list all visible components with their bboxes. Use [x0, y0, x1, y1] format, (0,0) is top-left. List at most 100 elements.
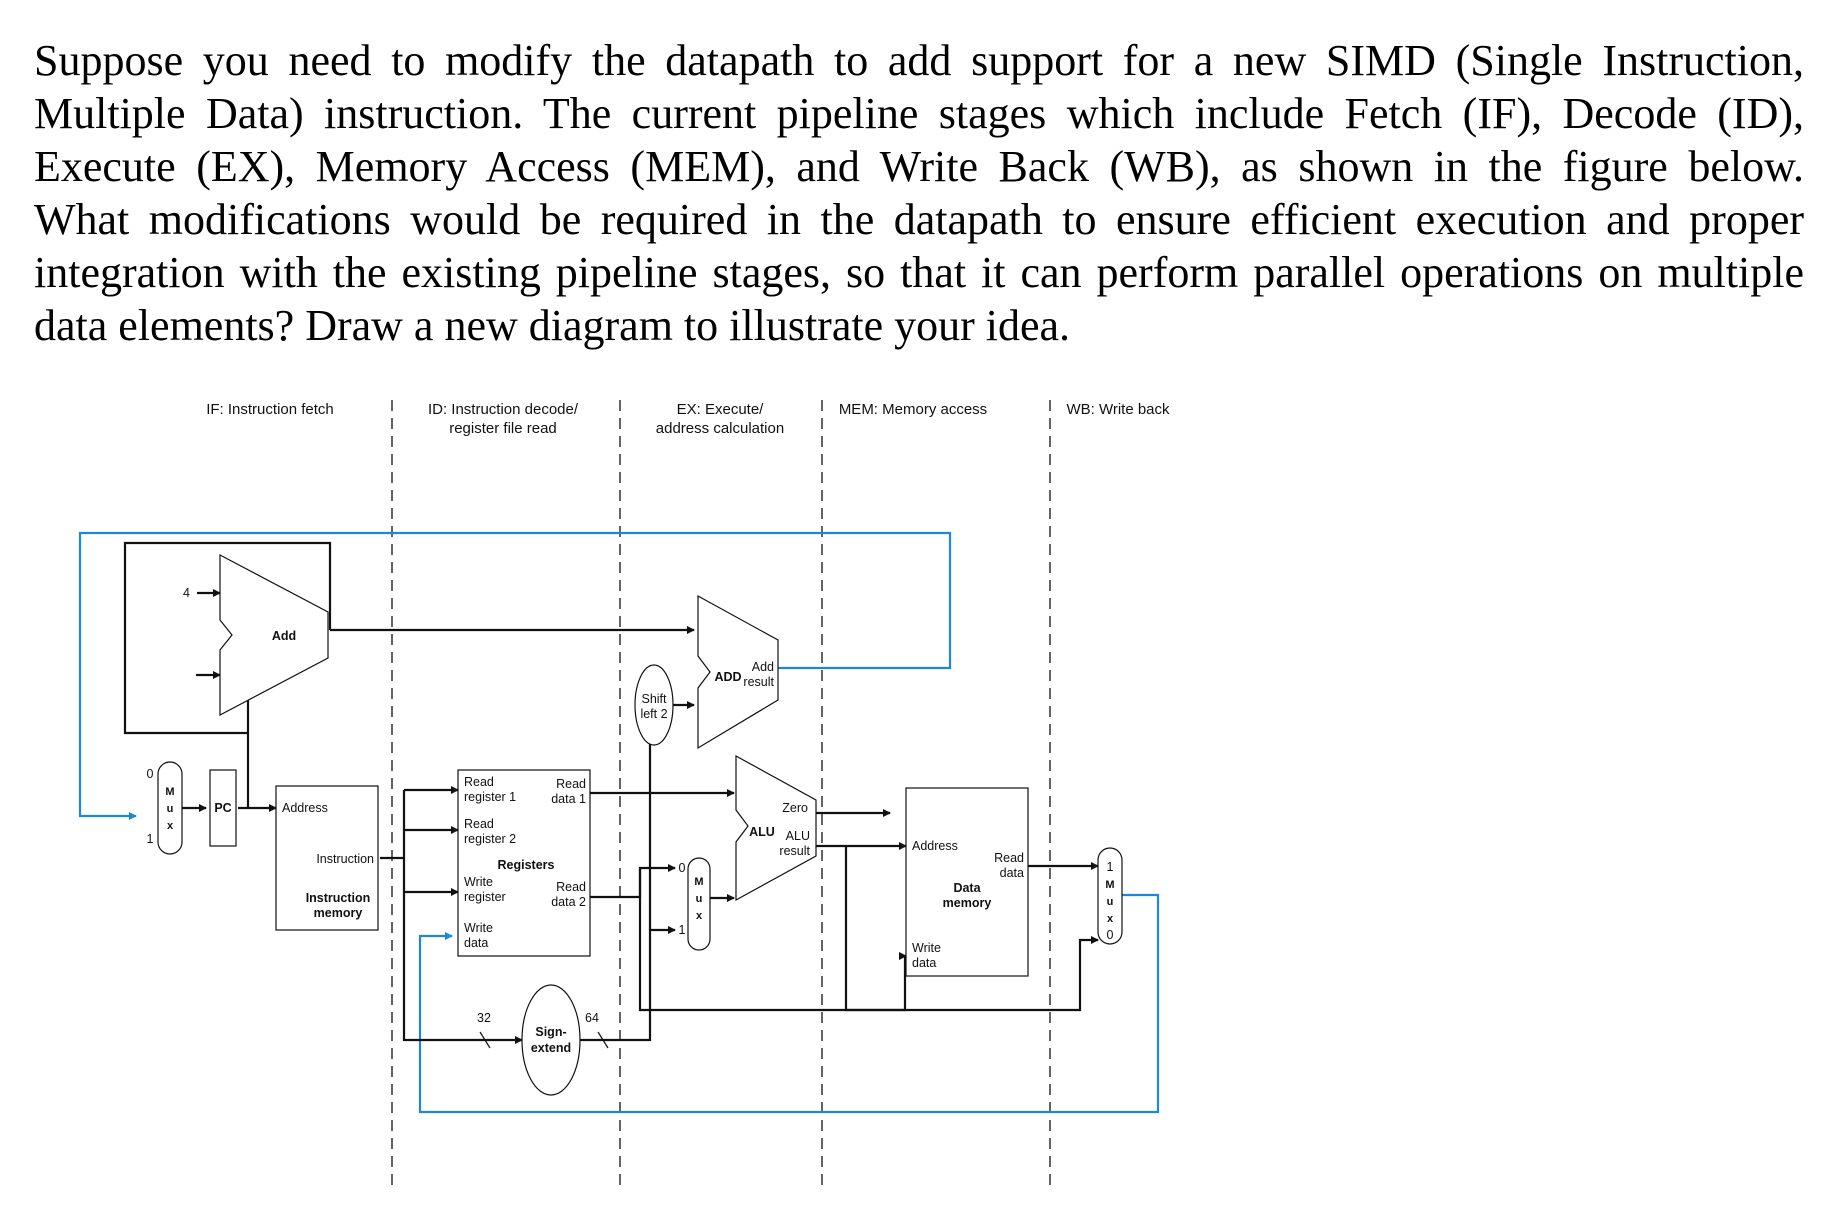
alu-mux-input-0: 0: [679, 861, 686, 875]
read-data1-label: Read: [556, 777, 586, 791]
const-4-label: 4: [183, 586, 190, 600]
dmem-name: Data: [953, 881, 981, 895]
write-data-label: data: [464, 936, 488, 950]
add2-name: ADD: [714, 670, 741, 684]
sext-out-wire: [580, 926, 676, 1042]
pc-adder: 4 Add: [183, 554, 329, 716]
question-line: Execute (EX), Memory Access (MEM), and W…: [34, 142, 1804, 191]
wb-mux-letter: u: [1107, 896, 1114, 908]
stage-label-ex: address calculation: [656, 420, 784, 437]
shift-label: left 2: [640, 707, 667, 721]
add2-result: Add: [752, 660, 774, 674]
alu-result: result: [779, 844, 810, 858]
stage-dividers: [391, 400, 1051, 1190]
alu-mux-letter: u: [696, 893, 703, 905]
dmem-read-data-label: data: [1000, 866, 1024, 880]
stage-label-if: IF: Instruction fetch: [206, 401, 334, 418]
question-line: What modifications would be required in …: [34, 195, 1804, 244]
pc-mux-input-0: 0: [147, 767, 154, 781]
dmem-name: memory: [943, 896, 992, 910]
question-text: Suppose you need to modify the datapath …: [34, 34, 1804, 352]
registers-shape: [457, 769, 591, 957]
read-data2-label: Read: [556, 880, 586, 894]
alu-result: ALU: [786, 829, 810, 843]
sign-extend-name: Sign-: [535, 1025, 566, 1039]
question-line: data elements? Draw a new diagram to ill…: [34, 301, 1071, 350]
pc-mux-letter: M: [165, 786, 174, 798]
register-file: Read register 1 Read register 2 Write re…: [457, 769, 591, 957]
pc-mux-input-1: 1: [147, 832, 154, 846]
width-slash: [479, 1031, 491, 1049]
store-data-wire: [638, 868, 907, 1012]
wb-mux-letter: M: [1105, 879, 1114, 891]
stage-label-ex: EX: Execute/: [677, 401, 765, 418]
dmem-write-data-label: data: [912, 956, 936, 970]
dmem-read-data-label: Read: [994, 851, 1024, 865]
read-reg1-label: register 1: [464, 790, 516, 804]
alu: ALU Zero ALU result: [735, 754, 817, 902]
dmem-write-data-label: Write: [912, 941, 941, 955]
shift-left-2: Shift left 2: [634, 664, 674, 746]
alu-mux-input-1: 1: [679, 923, 686, 937]
pc-shape: [209, 769, 237, 847]
imem-name: Instruction: [306, 891, 371, 905]
width-slash: [597, 1031, 609, 1049]
imem-name: memory: [314, 906, 363, 920]
pc-adder-shape: [219, 554, 329, 716]
read-data1-label: data 1: [551, 792, 586, 806]
pc-mux: 0 M u x 1: [147, 761, 183, 855]
branch-adder-shape: [697, 594, 779, 750]
dmem-shape: [905, 787, 1029, 977]
stage-label-mem: MEM: Memory access: [839, 401, 987, 418]
alu-shape: [735, 754, 817, 902]
write-reg-label: register: [464, 890, 506, 904]
stage-label-id: ID: Instruction decode/: [428, 401, 579, 418]
wb-mux-input-1: 1: [1107, 860, 1114, 874]
shift-shape: [634, 664, 674, 746]
alu-bypass-wire: [844, 846, 1099, 1012]
write-reg-label: Write: [464, 875, 493, 889]
data-memory: Address Read data Data memory Write data: [905, 787, 1029, 977]
stage-label-id: register file read: [449, 420, 557, 437]
read-data2-wire: [590, 864, 676, 899]
instruction-bus: [402, 790, 522, 1042]
imem-shape: [275, 785, 379, 931]
wires: [123, 541, 1099, 1042]
branch-adder: ADD Add result: [697, 594, 779, 750]
wb-mux-shape: [1097, 847, 1123, 945]
add-label: Add: [272, 629, 296, 643]
writeback-data-wire: [418, 893, 1160, 1114]
imem-address-label: Address: [282, 801, 328, 815]
stage-label-wb: WB: Write back: [1066, 401, 1170, 418]
instruction-memory: Address Instruction Instruction memory: [275, 785, 379, 931]
shift-label: Shift: [641, 692, 667, 706]
read-data2-label: data 2: [551, 895, 586, 909]
write-data-label: Write: [464, 921, 493, 935]
sign-extend-name: extend: [531, 1041, 571, 1055]
sign-extend-shape: [521, 984, 581, 1096]
read-reg1-label: Read: [464, 775, 494, 789]
sign-extend-in-width: 32: [477, 1011, 491, 1025]
alu-name: ALU: [749, 825, 775, 839]
registers-name: Registers: [498, 858, 555, 872]
alu-mux-shape: [687, 857, 711, 951]
pc-mux-shape: [157, 761, 183, 855]
question-line: Multiple Data) instruction. The current …: [34, 89, 1804, 138]
question-line: Suppose you need to modify the datapath …: [34, 36, 1804, 85]
read-reg2-label: Read: [464, 817, 494, 831]
question-line: integration with the existing pipeline s…: [34, 248, 1804, 297]
alu-zero: Zero: [782, 801, 808, 815]
pc-mux-letter: u: [167, 803, 174, 815]
add2-result: result: [743, 675, 774, 689]
imem-instruction-label: Instruction: [316, 852, 374, 866]
stage-labels: IF: Instruction fetch ID: Instruction de…: [206, 401, 1170, 437]
feedback-wires: [78, 531, 1160, 1114]
read-reg2-label: register 2: [464, 832, 516, 846]
pc-label: PC: [214, 801, 231, 815]
wb-mux-input-0: 0: [1107, 928, 1114, 942]
alu-mux-letter: x: [696, 910, 703, 922]
pc-mux-letter: x: [167, 820, 174, 832]
alu-mux-letter: M: [694, 876, 703, 888]
sign-extend: Sign- extend 32 64: [477, 984, 609, 1096]
